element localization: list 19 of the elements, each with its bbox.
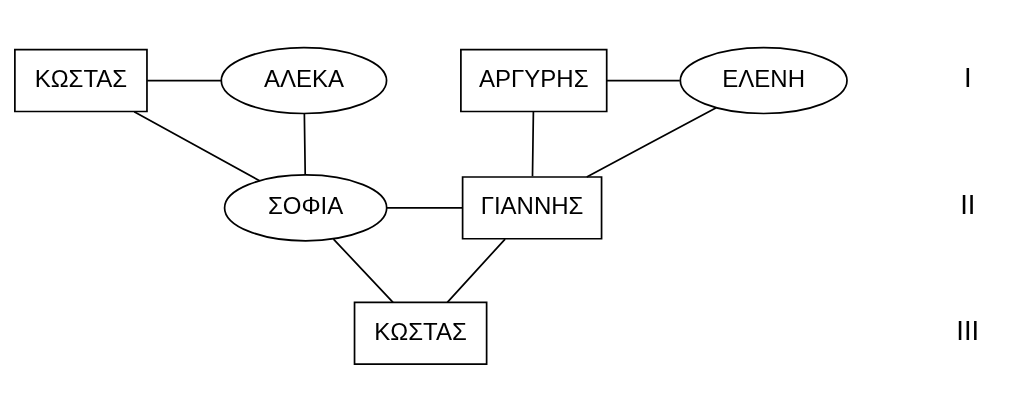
label: III bbox=[956, 314, 980, 346]
connector bbox=[606, 79, 681, 82]
connector bbox=[303, 112, 307, 176]
node-box: ΚΩΣΤΑΣ bbox=[353, 301, 488, 365]
connector bbox=[133, 110, 261, 182]
node-box: ΚΩΣΤΑΣ bbox=[14, 48, 148, 113]
connector bbox=[531, 110, 535, 177]
connector bbox=[386, 207, 464, 209]
node-ellipse: ΑΛΕΚΑ bbox=[220, 46, 388, 115]
connector bbox=[585, 106, 718, 178]
connector bbox=[446, 238, 506, 304]
connector bbox=[146, 79, 223, 82]
label: I bbox=[963, 62, 972, 94]
label: II bbox=[960, 189, 976, 221]
node-box: ΓΙΑΝΝΗΣ bbox=[461, 176, 603, 240]
connector bbox=[332, 238, 394, 304]
node-ellipse: ΕΛΕΝΗ bbox=[679, 46, 848, 115]
node-ellipse: ΣΟΦΙΑ bbox=[223, 174, 388, 242]
node-box: ΑΡΓΥΡΗΣ bbox=[460, 48, 608, 113]
